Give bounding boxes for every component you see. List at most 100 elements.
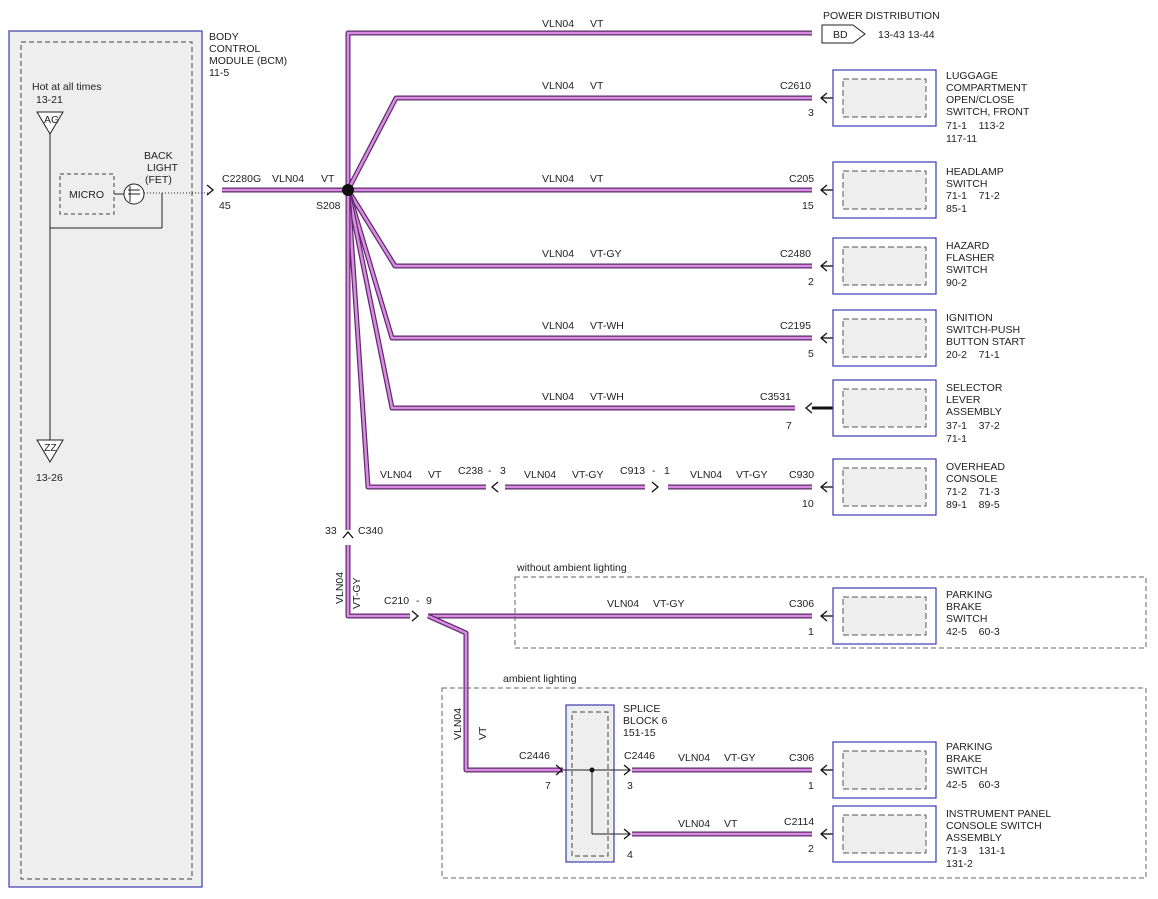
amb-bot-ref-1: 71-3 131-1 (946, 845, 1006, 857)
overhead-pin: 10 (802, 498, 814, 510)
c238-dash: - (488, 465, 492, 477)
micro-label: MICRO (69, 189, 104, 201)
c913-dash: - (652, 465, 656, 477)
c2446-out-connector: C2446 (624, 750, 655, 762)
overhead-seg1-color: VT (428, 469, 442, 481)
c340-color: VT-GY (351, 577, 363, 609)
hazard-color: VT-GY (590, 248, 622, 260)
hot-at-all-times-label: Hot at all times (32, 81, 101, 93)
c913-pin: 1 (664, 465, 670, 477)
wa-connector: C306 (789, 598, 814, 610)
amb-bot-ref-2: 131-2 (946, 858, 973, 870)
wa-circuit: VLN04 (607, 598, 639, 610)
overhead-seg2-circuit: VLN04 (524, 469, 556, 481)
selector-name-3: ASSEMBLY (946, 406, 1002, 418)
c340-circuit: VLN04 (334, 572, 346, 604)
ignition-color: VT-WH (590, 320, 624, 332)
splice-block-name-1: SPLICE (623, 703, 660, 715)
hot-ref: 13-21 (36, 94, 63, 106)
main-pin: 45 (219, 200, 231, 212)
selector-ref-2: 71-1 (946, 433, 967, 445)
overhead-seg3-color: VT-GY (736, 469, 768, 481)
amb-top-pin: 1 (808, 780, 814, 792)
bd-badge-label: BD (833, 29, 848, 41)
backlight-label-2: LIGHT (147, 162, 179, 174)
headlamp-name-2: SWITCH (946, 178, 987, 190)
splice-label: S208 (316, 200, 341, 212)
c238-pin: 3 (500, 465, 506, 477)
headlamp-name-1: HEADLAMP (946, 166, 1004, 178)
hazard-name-1: HAZARD (946, 240, 990, 252)
amb-top-name-2: BRAKE (946, 753, 982, 765)
ignition-pin: 5 (808, 348, 814, 360)
selector-name-2: LEVER (946, 394, 981, 406)
pd-circuit: VLN04 (542, 18, 574, 30)
zz-ref: 13-26 (36, 472, 63, 484)
amb-top-color: VT-GY (724, 752, 756, 764)
wa-ref: 42-5 60-3 (946, 626, 1000, 638)
selector-color: VT-WH (590, 391, 624, 403)
c210-connector: C210 (384, 595, 409, 607)
zz-label: ZZ (44, 442, 57, 454)
overhead-connector: C930 (789, 469, 814, 481)
main-connector: C2280G (222, 173, 261, 185)
ignition-name-1: IGNITION (946, 312, 993, 324)
overhead-ref-2: 89-1 89-5 (946, 499, 1000, 511)
ag-label: AG (44, 114, 59, 126)
ignition-name-3: BUTTON START (946, 336, 1026, 348)
luggage-name-4: SWITCH, FRONT (946, 106, 1030, 118)
amb-bot-circuit: VLN04 (678, 818, 710, 830)
selector-name-1: SELECTOR (946, 382, 1003, 394)
luggage-name-3: OPEN/CLOSE (946, 94, 1014, 106)
c238-connector: C238 (458, 465, 483, 477)
selector-ref-1: 37-1 37-2 (946, 420, 1000, 432)
amb-bot-name-2: CONSOLE SWITCH (946, 820, 1042, 832)
headlamp-ref-1: 71-1 71-2 (946, 190, 1000, 202)
bd-badge: BD (821, 24, 866, 44)
hazard-name-2: FLASHER (946, 252, 995, 264)
fet-symbol (123, 183, 145, 205)
wa-name-3: SWITCH (946, 613, 987, 625)
luggage-circuit: VLN04 (542, 80, 574, 92)
luggage-ref-2: 117-11 (946, 133, 977, 145)
overhead-name-2: CONSOLE (946, 473, 997, 485)
wa-pin: 1 (808, 626, 814, 638)
headlamp-circuit: VLN04 (542, 173, 574, 185)
amb-top-circuit: VLN04 (678, 752, 710, 764)
c913-connector: C913 (620, 465, 645, 477)
overhead-seg1-circuit: VLN04 (380, 469, 412, 481)
overhead-ref-1: 71-2 71-3 (946, 486, 1000, 498)
bcm-title-2: CONTROL (209, 43, 260, 55)
bcm-title-3: MODULE (BCM) (209, 55, 287, 67)
amb-top-connector: C306 (789, 752, 814, 764)
amb-top-name-3: SWITCH (946, 765, 987, 777)
amb-bot-name-3: ASSEMBLY (946, 832, 1002, 844)
c2446-in-pin: 7 (545, 780, 551, 792)
c210-dash: - (416, 595, 420, 607)
overhead-name-1: OVERHEAD (946, 461, 1005, 473)
amb-bot-name-1: INSTRUMENT PANEL (946, 808, 1051, 820)
backlight-label-1: BACK (144, 150, 173, 162)
wa-color: VT-GY (653, 598, 685, 610)
c340-pin: 33 (325, 525, 337, 537)
ambient-label: ambient lighting (503, 673, 577, 685)
hazard-circuit: VLN04 (542, 248, 574, 260)
ignition-circuit: VLN04 (542, 320, 574, 332)
pd-color: VT (590, 18, 604, 30)
headlamp-ref-2: 85-1 (946, 203, 967, 215)
overhead-seg2-color: VT-GY (572, 469, 604, 481)
component-boxes (832, 69, 937, 863)
bcm-title-1: BODY (209, 31, 239, 43)
zz-ground-symbol: ZZ (36, 439, 64, 463)
c210-pin: 9 (426, 595, 432, 607)
hazard-name-3: SWITCH (946, 264, 987, 276)
connector-arrows (206, 92, 833, 840)
splice-block-6 (563, 704, 630, 863)
bcm-title-ref: 11-5 (209, 67, 229, 79)
splice-s208-dot (342, 184, 354, 196)
splice-block-ref: 151-15 (623, 727, 656, 739)
hazard-pin: 2 (808, 276, 814, 288)
amb-top-name-1: PARKING (946, 741, 992, 753)
ambient-vert-color: VT (477, 726, 489, 740)
